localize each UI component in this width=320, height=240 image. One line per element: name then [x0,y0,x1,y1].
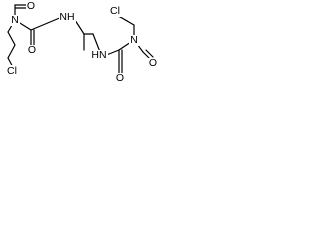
bond-ch2-ch2-right [121,17,135,26]
atom-cl-right: Cl [110,5,120,17]
bond-n-o-nitroso-right [142,51,151,60]
bond-ch2-hn [92,33,101,53]
bond-ch2-ch2-left-b [7,31,16,46]
atom-n-right: N [130,34,138,46]
atom-nh-left: NH [59,11,74,23]
atom-o-nitroso-right: O [149,57,157,69]
atom-hn-right: HN [91,49,106,61]
atom-o-carbonyl-left: O [28,44,36,56]
bond-ch2-ch2-left-a [7,44,16,59]
atom-n-left: N [11,14,19,26]
atom-cl-left: Cl [7,65,17,77]
bond-c-nh-left [30,16,63,31]
atom-o-nitroso-left: O [27,0,35,12]
atom-o-carbonyl-right: O [116,72,124,84]
bond-n-o-nitroso-right-double [145,49,154,58]
atom-labels: Cl N O O NH HN N Cl O O [3,0,158,84]
chemical-structure-diagram: Cl N O O NH HN N Cl O O [3,0,158,84]
